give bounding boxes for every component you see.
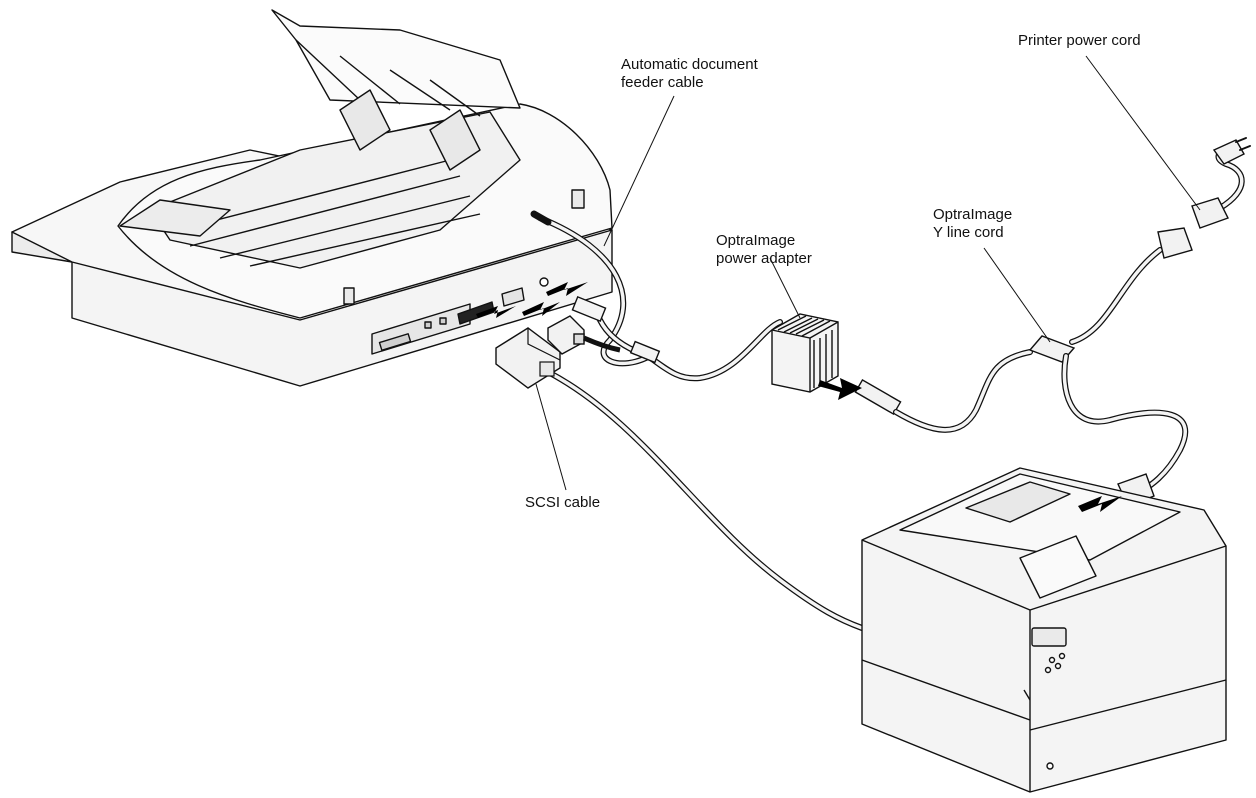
arrow-scsi [476,306,516,318]
adapter-dc-cable [571,295,783,382]
leader-power-adapter [769,257,801,319]
adf-cable [530,210,653,367]
label-adf-cable: Automatic document feeder cable [621,56,758,92]
label-adf-cable-line2: feeder cable [621,74,704,91]
insert-arrows [476,282,1122,512]
label-power-adapter: OptraImage power adapter [716,232,812,268]
label-scsi-cable: SCSI cable [525,494,600,512]
label-y-line-cord: OptraImage Y line cord [933,206,1012,242]
scanner [11,9,613,387]
label-scsi-cable-text: SCSI cable [525,494,601,511]
leader-printer-power-cord [1085,55,1201,211]
leader-lines [535,55,1201,491]
printer [861,467,1227,793]
arrow-db [522,302,560,316]
label-power-adapter-line2: power adapter [716,250,812,267]
adapter-ac-cable [854,349,1033,433]
arrow-adapter [818,378,862,400]
printer-power-cord [1191,137,1251,229]
arrow-printer [1078,496,1122,512]
leader-adf-cable [603,95,675,247]
leader-y-line-cord [983,247,1051,343]
label-printer-power-cord-text: Printer power cord [1018,32,1141,49]
arrow-dc [546,282,588,296]
label-printer-power-cord: Printer power cord [1018,32,1141,50]
label-adf-cable-line1: Automatic document [621,56,758,73]
label-y-line-cord-line2: Y line cord [933,224,1004,241]
scsi-cable [495,327,865,631]
label-y-line-cord-line1: OptraImage [933,206,1013,223]
y-line-cord [1028,227,1193,507]
power-adapter [771,313,839,393]
label-power-adapter-line1: OptraImage [716,232,796,249]
leader-scsi-cable [535,383,567,491]
db-connector [547,315,621,355]
